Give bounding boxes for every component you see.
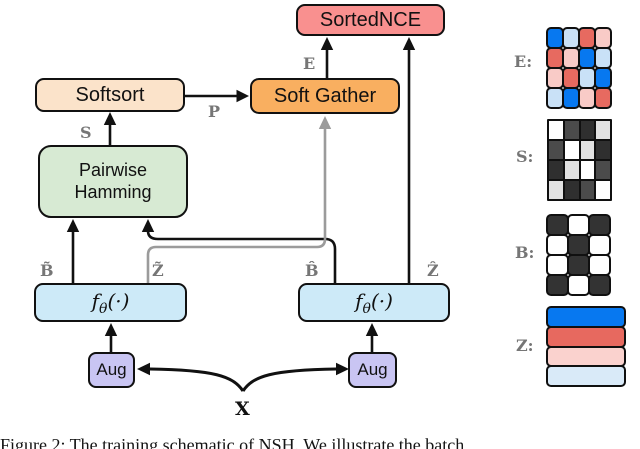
legend-label-Z: Z:	[516, 336, 534, 355]
matrix-cell	[549, 141, 563, 159]
edge-aug-right-to-encoder	[365, 323, 379, 352]
matrix-cell	[567, 214, 590, 236]
matrix-cell	[594, 67, 612, 89]
matrix-cell	[580, 181, 595, 199]
node-encoder-right: fθ(·)	[298, 283, 450, 322]
matrix-Z	[546, 306, 626, 387]
matrix-cell	[546, 254, 569, 276]
matrix-S	[547, 119, 612, 201]
matrix-cell	[549, 121, 563, 139]
edge-aug-left-to-encoder	[104, 323, 118, 352]
matrix-cell	[596, 141, 610, 159]
legend-label-E: E:	[514, 52, 533, 71]
edge-s-to-softsort	[103, 112, 117, 145]
matrix-cell	[580, 141, 595, 159]
node-softsort: Softsort	[35, 78, 185, 112]
legend-label-S: S:	[516, 147, 534, 166]
matrix-cell	[596, 161, 610, 179]
label-P: P	[208, 102, 221, 121]
matrix-cell	[567, 234, 590, 256]
node-sortednce: SortedNCE	[296, 4, 445, 36]
matrix-cell	[546, 234, 569, 256]
matrix-cell	[596, 181, 610, 199]
matrix-cell	[594, 47, 612, 69]
node-aug-left: Aug	[88, 352, 135, 388]
matrix-cell	[564, 141, 579, 159]
node-encoder-left: fθ(·)	[34, 283, 187, 322]
edge-p-to-softgather	[185, 89, 249, 103]
node-soft-gather: Soft Gather	[250, 78, 400, 114]
matrix-cell	[594, 27, 612, 49]
edge-x-to-aug-left	[137, 362, 245, 392]
matrix-cell	[588, 214, 611, 236]
label-Z-hat: Ẑ	[427, 261, 439, 280]
matrix-cell	[549, 161, 563, 179]
label-B-tilde: B̃	[40, 261, 54, 280]
matrix-cell	[549, 181, 563, 199]
matrix-cell	[588, 254, 611, 276]
label-S: S	[80, 123, 92, 142]
matrix-cell	[564, 121, 579, 139]
label-Z-tilde: Z̃	[152, 261, 164, 280]
matrix-cell	[546, 306, 626, 328]
edge-x-to-aug-right	[241, 362, 349, 392]
matrix-cell	[546, 345, 626, 368]
edge-e-to-sortednce	[320, 37, 334, 78]
matrix-cell	[546, 214, 569, 236]
encoder-right-label: fθ(·)	[355, 288, 393, 317]
node-aug-right: Aug	[348, 352, 397, 388]
matrix-cell	[564, 181, 579, 199]
edge-btilde-to-hamming	[66, 219, 80, 283]
matrix-cell	[567, 274, 590, 296]
label-B-hat: B̂	[305, 261, 319, 280]
matrix-B	[546, 214, 611, 296]
matrix-cell	[580, 161, 595, 179]
matrix-cell	[594, 87, 612, 109]
matrix-cell	[567, 254, 590, 276]
matrix-cell	[546, 325, 626, 348]
pairwise-hamming-line2: Hamming	[74, 181, 152, 202]
matrix-cell	[588, 234, 611, 256]
figure-caption: Figure 2: The training schematic of NSH.…	[0, 436, 465, 449]
label-E: E	[303, 54, 316, 73]
matrix-cell	[546, 274, 569, 296]
matrix-cell	[564, 161, 579, 179]
matrix-E	[546, 27, 612, 109]
matrix-cell	[588, 274, 611, 296]
matrix-cell	[580, 121, 595, 139]
label-X: X	[235, 398, 250, 420]
edge-zhat-to-sortednce	[402, 37, 416, 283]
encoder-left-label: fθ(·)	[91, 288, 130, 317]
matrix-cell	[596, 121, 610, 139]
edge-ztilde-to-softgather	[146, 116, 332, 283]
node-pairwise-hamming: Pairwise Hamming	[38, 145, 188, 218]
pairwise-hamming-line1: Pairwise	[78, 159, 148, 180]
legend-label-B: B:	[515, 243, 535, 262]
matrix-cell	[546, 365, 626, 387]
